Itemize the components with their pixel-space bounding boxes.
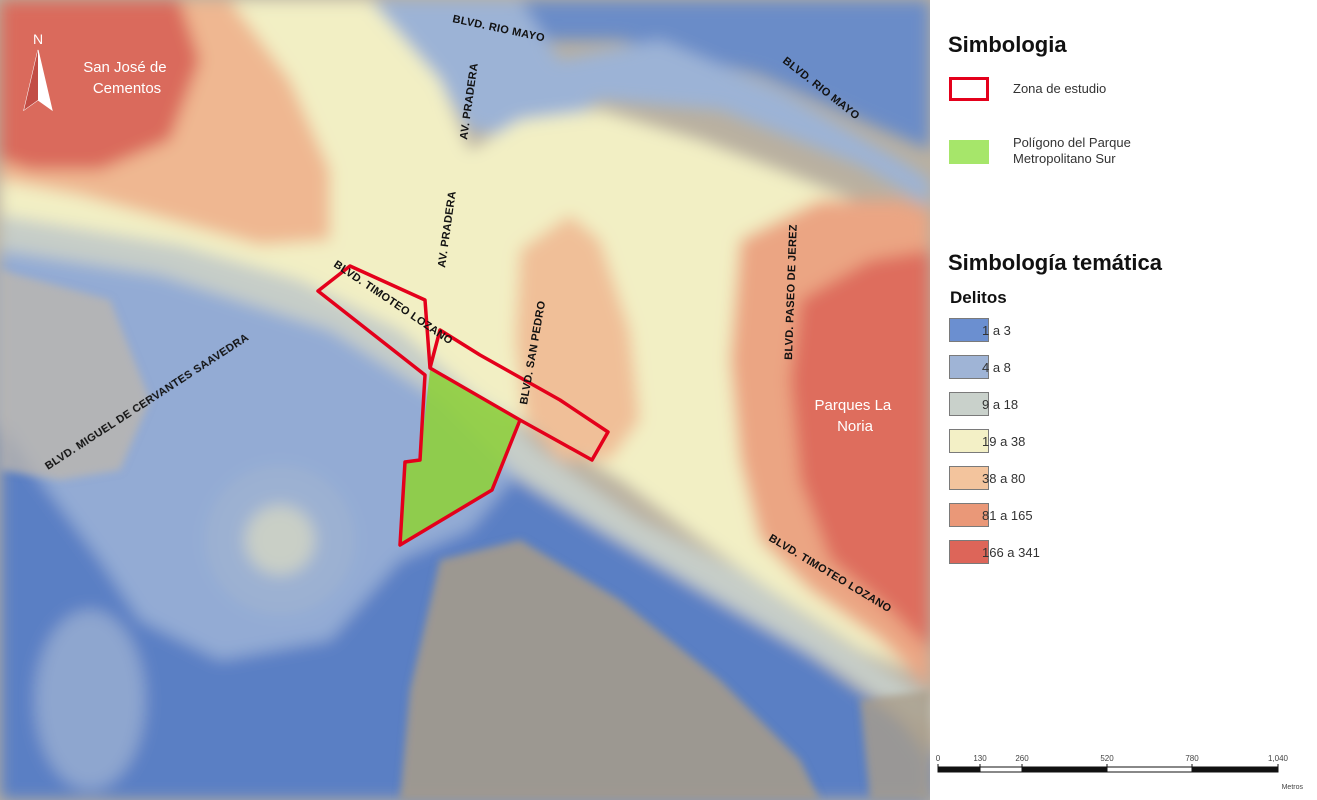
class-label: 1 a 3 [982,323,1011,338]
class-swatch [949,392,989,416]
legend-label-study-zone: Zona de estudio [1013,81,1107,96]
legend-class-row: 19 a 38 [949,429,1249,455]
class-label: 166 a 341 [982,545,1040,560]
scale-tick-label: 0 [935,754,941,763]
scale-tick-label: 130 [973,754,987,763]
map-canvas: BLVD. RIO MAYO BLVD. RIO MAYO AV. PRADER… [0,0,930,800]
class-swatch [949,429,989,453]
park-polygon-swatch [949,140,989,164]
legend-label-park: Polígono del Parque Metropolitano Sur [1013,135,1131,166]
class-swatch [949,540,989,564]
class-swatch [949,355,989,379]
legend-panel: Simbologia Zona de estudio Polígono del … [930,0,1317,800]
scale-tick-label: 260 [1015,754,1029,763]
park-polygon[interactable] [400,370,518,545]
class-label: 4 a 8 [982,360,1011,375]
class-label: 19 a 38 [982,434,1026,449]
svg-text:N: N [33,31,43,47]
class-swatch [949,503,989,527]
road-label: BLVD. PASEO DE JEREZ [783,224,800,360]
study-zone-swatch [949,77,989,101]
scale-tick-label: 780 [1185,754,1199,763]
place-label-san-jose: San José de Cementos [83,59,171,97]
scale-unit-label: Metros [1281,784,1303,791]
study-zone-outline[interactable] [316,264,610,547]
class-swatch [949,466,989,490]
legend-class-row: 81 a 165 [949,503,1249,529]
class-label: 81 a 165 [982,508,1033,523]
thematic-subtitle: Delitos [950,288,1007,307]
scale-bar: 0 130 260 520 780 1,040 Metros [930,750,1317,800]
thematic-legend-title: Simbología temática [948,250,1162,275]
scale-tick-label: 1,040 [1267,754,1289,763]
north-arrow-icon: N [23,31,53,112]
legend-class-row: 166 a 341 [949,540,1249,566]
legend-class-row: 38 a 80 [949,466,1249,492]
legend-title: Simbologia [948,32,1067,57]
legend-class-row: 4 a 8 [949,355,1249,381]
ground-terrain [0,270,930,800]
class-label: 38 a 80 [982,471,1026,486]
legend-class-row: 1 a 3 [949,318,1249,344]
scale-bar-graphic [937,764,1279,773]
class-label: 9 a 18 [982,397,1019,412]
class-swatch [949,318,989,342]
legend-class-row: 9 a 18 [949,392,1249,418]
crime-heatmap[interactable]: BLVD. RIO MAYO BLVD. RIO MAYO AV. PRADER… [0,0,930,800]
scale-tick-label: 520 [1100,754,1114,763]
place-label-parques-la-noria: Parques La Noria [815,397,896,435]
